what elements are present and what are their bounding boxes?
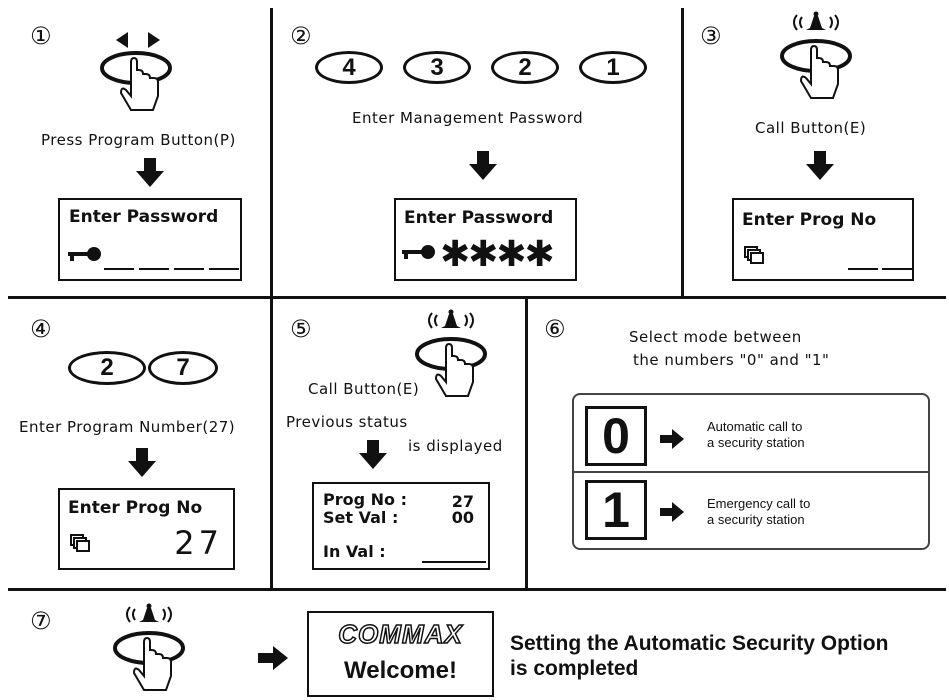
password-blanks xyxy=(104,268,239,270)
step6-caption-line1: Select mode between xyxy=(629,328,802,346)
lcd-display: Enter Prog No xyxy=(732,198,914,281)
welcome-text: Welcome! xyxy=(344,657,457,684)
down-arrow-icon xyxy=(469,151,497,180)
step-number: ④ xyxy=(30,315,52,343)
lcd-title: Enter Prog No xyxy=(742,210,877,230)
right-arrow-icon xyxy=(258,646,288,670)
lcd-title: Enter Prog No xyxy=(68,498,203,518)
divider xyxy=(681,8,684,298)
lcd-title: Enter Password xyxy=(404,208,554,228)
call-button-icon xyxy=(113,603,185,691)
lcd-prog-no-value: 27 xyxy=(451,492,474,511)
lcd-display: Prog No : 27 Set Val : 00 In Val : xyxy=(312,482,490,570)
step1-caption: Press Program Button(P) xyxy=(41,131,236,149)
program-number-value: 27 xyxy=(174,524,223,562)
step3-caption: Call Button(E) xyxy=(755,119,867,137)
step-number: ① xyxy=(30,22,52,50)
lcd-set-val-value: 00 xyxy=(451,508,474,527)
right-arrow-icon xyxy=(660,502,684,522)
step2-caption: Enter Management Password xyxy=(352,109,584,127)
keypad-digit: 2 xyxy=(491,51,559,84)
mode-1-line2: a security station xyxy=(707,512,805,527)
divider xyxy=(8,588,946,591)
step4-caption: Enter Program Number(27) xyxy=(19,418,236,436)
in-val-blank xyxy=(422,561,486,563)
program-blanks xyxy=(848,268,912,270)
lcd-in-val-label: In Val : xyxy=(323,542,386,561)
mode-divider xyxy=(574,471,928,473)
lcd-display: Enter Prog No 27 xyxy=(58,488,235,570)
program-icon xyxy=(744,246,764,264)
divider xyxy=(525,298,528,590)
down-arrow-icon xyxy=(136,158,164,187)
key-icon xyxy=(68,247,101,261)
mode-0-digit: 0 xyxy=(585,406,647,466)
welcome-display: COMMAX Welcome! xyxy=(307,611,494,697)
call-button-icon xyxy=(415,309,487,397)
program-icon xyxy=(70,534,90,552)
step5-caption: Call Button(E) xyxy=(308,380,420,398)
step-number: ⑤ xyxy=(290,315,312,343)
program-button-icon xyxy=(100,32,172,111)
keypad-digit: 1 xyxy=(579,51,647,84)
mode-1-digit: 1 xyxy=(585,480,647,540)
lcd-set-val-label: Set Val : xyxy=(323,508,399,527)
step-number: ⑦ xyxy=(30,607,52,635)
step-number: ② xyxy=(290,22,312,50)
step-number: ⑥ xyxy=(544,315,566,343)
keypad-digit: 3 xyxy=(403,51,471,84)
down-arrow-icon xyxy=(806,151,834,180)
divider xyxy=(8,296,946,299)
mode-0-line2: a security station xyxy=(707,435,805,450)
mode-1-line1: Emergency call to xyxy=(707,496,811,511)
commax-logo: COMMAX xyxy=(338,618,463,650)
masked-password: ✱✱✱✱ xyxy=(440,234,555,275)
lcd-prog-no-label: Prog No : xyxy=(323,490,407,509)
divider xyxy=(270,8,273,298)
key-icon xyxy=(402,245,435,259)
call-button-icon xyxy=(780,11,852,99)
down-arrow-icon xyxy=(128,448,156,477)
lcd-title: Enter Password xyxy=(69,207,219,227)
lcd-display: Enter Password xyxy=(58,198,242,281)
down-arrow-icon xyxy=(359,440,387,469)
mode-options xyxy=(572,393,930,550)
right-arrow-icon xyxy=(660,429,684,449)
lcd-display: Enter Password ✱✱✱✱ xyxy=(394,198,577,281)
step-number: ③ xyxy=(700,22,722,50)
step6-caption-line2: the numbers "0" and "1" xyxy=(633,351,830,369)
keypad-digit: 7 xyxy=(148,351,218,385)
step5-status-line1: Previous status xyxy=(286,413,408,431)
completion-line1: Setting the Automatic Security Option xyxy=(510,632,889,655)
completion-line2: is completed xyxy=(510,657,639,680)
mode-0-line1: Automatic call to xyxy=(707,419,803,434)
keypad-digit: 4 xyxy=(315,51,383,84)
divider xyxy=(270,298,273,590)
keypad-digit: 2 xyxy=(68,351,146,385)
step5-status-line2: is displayed xyxy=(408,437,503,455)
